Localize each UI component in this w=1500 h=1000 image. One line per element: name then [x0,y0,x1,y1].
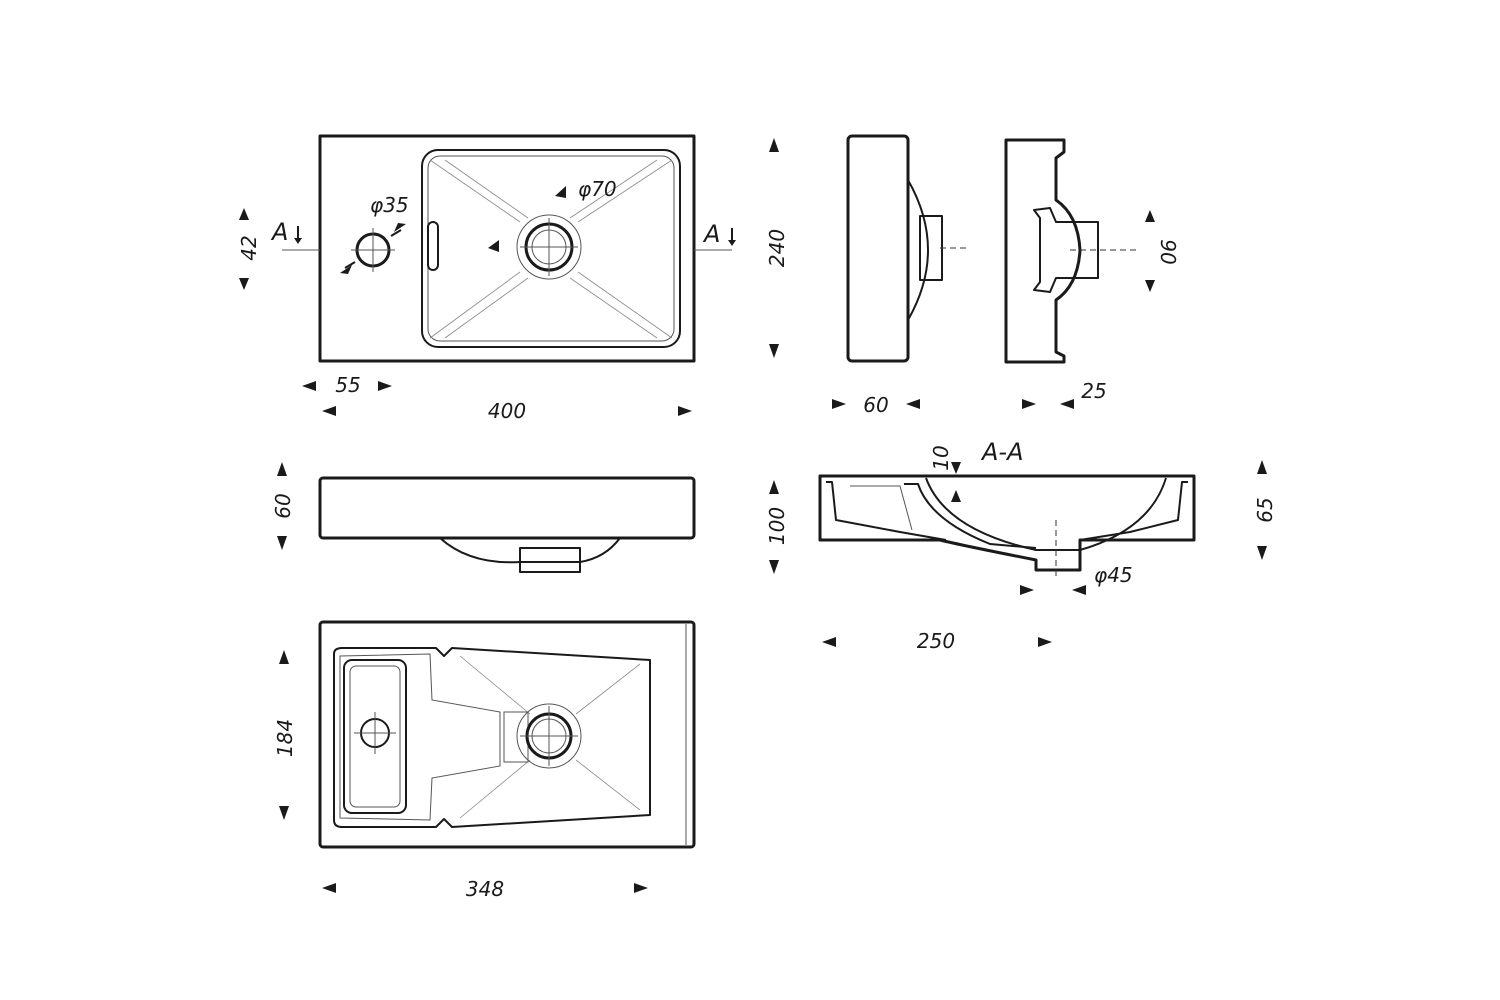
dim-dia-70: φ70 [578,177,617,201]
section-title: A-A [980,438,1024,466]
side-section-view [1004,138,1140,364]
dim-400: 400 [488,399,526,423]
dim-60-front: 60 [271,493,295,518]
front-view [318,476,696,573]
dim-100: 100 [765,507,789,545]
drain-hole [516,214,582,280]
dim-348: 348 [466,877,504,901]
dim-55: 55 [335,373,360,397]
section-mark-right-label: A [702,220,720,248]
section-arrows [769,460,1267,647]
dim-dia-45: φ45 [1094,563,1133,587]
top-view [282,134,732,363]
bottom-drain [503,703,582,769]
basin-slope-lines [429,159,673,339]
dim-90: 90 [1156,239,1180,264]
dim-42: 42 [237,235,261,260]
section-mark-right: A [702,220,736,248]
side-view-arrows [832,399,920,409]
section-mark-left-label: A [270,218,288,246]
dim-240: 240 [765,229,789,267]
side-view [846,134,966,363]
overflow-slot [427,221,439,271]
bottom-view-arrows [279,650,648,893]
dim-dia-35: φ35 [370,193,409,217]
bottom-view [318,620,696,849]
dim-65: 65 [1253,497,1277,522]
bottom-slope-lines [459,655,641,819]
bottom-tap-hole [354,712,396,754]
dim-10: 10 [929,445,953,470]
dim-184: 184 [273,719,297,757]
section-mark-left: A [270,218,302,246]
dim-60-side: 60 [863,393,888,417]
side-section-arrows [1022,210,1155,409]
tap-hole [344,228,402,272]
front-view-arrows [277,462,287,550]
top-view-arrows [239,138,779,416]
dim-250: 250 [917,629,955,653]
dim-25: 25 [1081,379,1106,403]
section-a-a [818,474,1196,580]
